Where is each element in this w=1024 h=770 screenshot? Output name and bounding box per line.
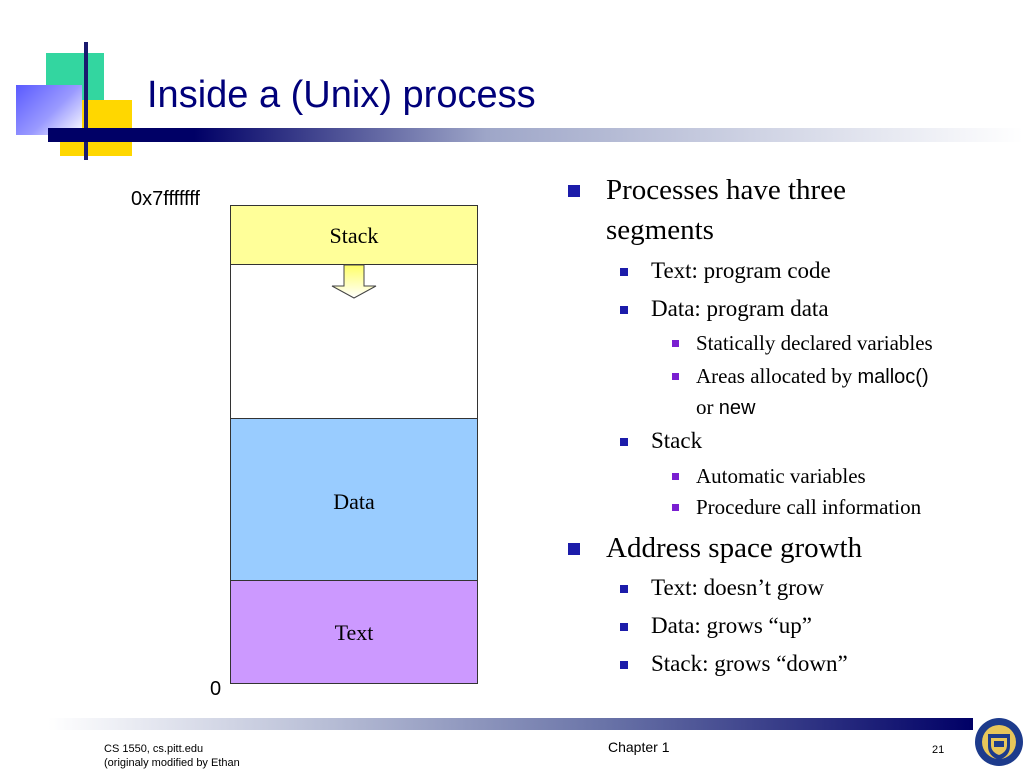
bullet-stack-text: Stack — [651, 428, 703, 453]
bullet-text-program-code-text: Text: program code — [651, 258, 831, 283]
data-segment-label: Data — [333, 489, 375, 514]
bullet-data-grow-text: Data: grows “up” — [651, 613, 812, 638]
square-bullet-icon — [568, 185, 580, 197]
square-bullet-icon — [620, 661, 628, 669]
text-segment-label: Text — [334, 620, 374, 645]
bullet-data-program-data-text: Data: program data — [651, 296, 829, 321]
square-bullet-icon — [672, 340, 679, 347]
bullet-processes: Processes have three segments — [565, 170, 936, 250]
bullet-procedure-call-text: Procedure call information — [696, 495, 922, 519]
new-code: new — [718, 397, 756, 419]
bullet-malloc-areas: Areas allocated by malloc() or new — [669, 361, 929, 423]
square-bullet-icon — [620, 585, 628, 593]
title-underline — [48, 128, 1023, 142]
bullet-automatic-vars-text: Automatic variables — [696, 464, 866, 488]
footer-line — [48, 718, 973, 730]
square-bullet-icon — [672, 504, 679, 511]
footer-course-info: CS 1550, cs.pitt.edu (originaly modified… — [104, 742, 240, 770]
or-text: or — [696, 395, 719, 419]
bullet-static-vars-text: Statically declared variables — [696, 331, 933, 355]
bullet-data-program-data: Data: program data — [617, 294, 829, 324]
bullet-data-grow: Data: grows “up” — [617, 611, 812, 641]
bullet-text-grow: Text: doesn’t grow — [617, 573, 824, 603]
bullet-static-vars: Statically declared variables — [669, 328, 933, 358]
bullet-malloc-areas-text: Areas allocated by malloc() or new — [696, 361, 929, 423]
square-bullet-icon — [672, 473, 679, 480]
stack-segment-label: Stack — [329, 223, 379, 248]
data-segment: Data — [230, 418, 478, 581]
down-arrow-icon — [331, 264, 377, 299]
bullet-stack: Stack — [617, 426, 702, 456]
footer-course: CS 1550, cs.pitt.edu — [104, 743, 204, 755]
square-bullet-icon — [620, 623, 628, 631]
stack-segment: Stack — [230, 205, 478, 265]
bullet-procedure-call: Procedure call information — [669, 492, 921, 522]
square-bullet-icon — [568, 543, 580, 555]
corner-decoration-blue — [16, 85, 82, 135]
page-number: 21 — [932, 744, 945, 756]
bullet-stack-grow-text: Stack: grows “down” — [651, 651, 848, 676]
address-top-label: 0x7fffffff — [131, 188, 200, 210]
square-bullet-icon — [620, 268, 628, 276]
bullet-address-growth-text: Address space growth — [606, 532, 863, 564]
slide-title: Inside a (Unix) process — [147, 74, 536, 116]
address-bottom-label: 0 — [210, 678, 222, 700]
bullet-processes-text: Processes have three segments — [606, 174, 846, 246]
malloc-code: malloc() — [857, 366, 929, 388]
bullet-text-program-code: Text: program code — [617, 256, 831, 286]
bullet-address-growth: Address space growth — [565, 528, 862, 568]
square-bullet-icon — [620, 306, 628, 314]
footer-credit: (originaly modified by Ethan — [104, 757, 240, 769]
bullet-automatic-vars: Automatic variables — [669, 461, 866, 491]
bullet-stack-grow: Stack: grows “down” — [617, 649, 848, 679]
footer-chapter: Chapter 1 — [608, 739, 670, 755]
malloc-prefix: Areas allocated by — [696, 364, 858, 388]
university-seal-icon — [975, 718, 1023, 766]
corner-decoration-line — [84, 42, 88, 160]
bullet-text-grow-text: Text: doesn’t grow — [651, 575, 824, 600]
square-bullet-icon — [620, 438, 628, 446]
text-segment: Text — [230, 580, 478, 684]
square-bullet-icon — [672, 373, 679, 380]
